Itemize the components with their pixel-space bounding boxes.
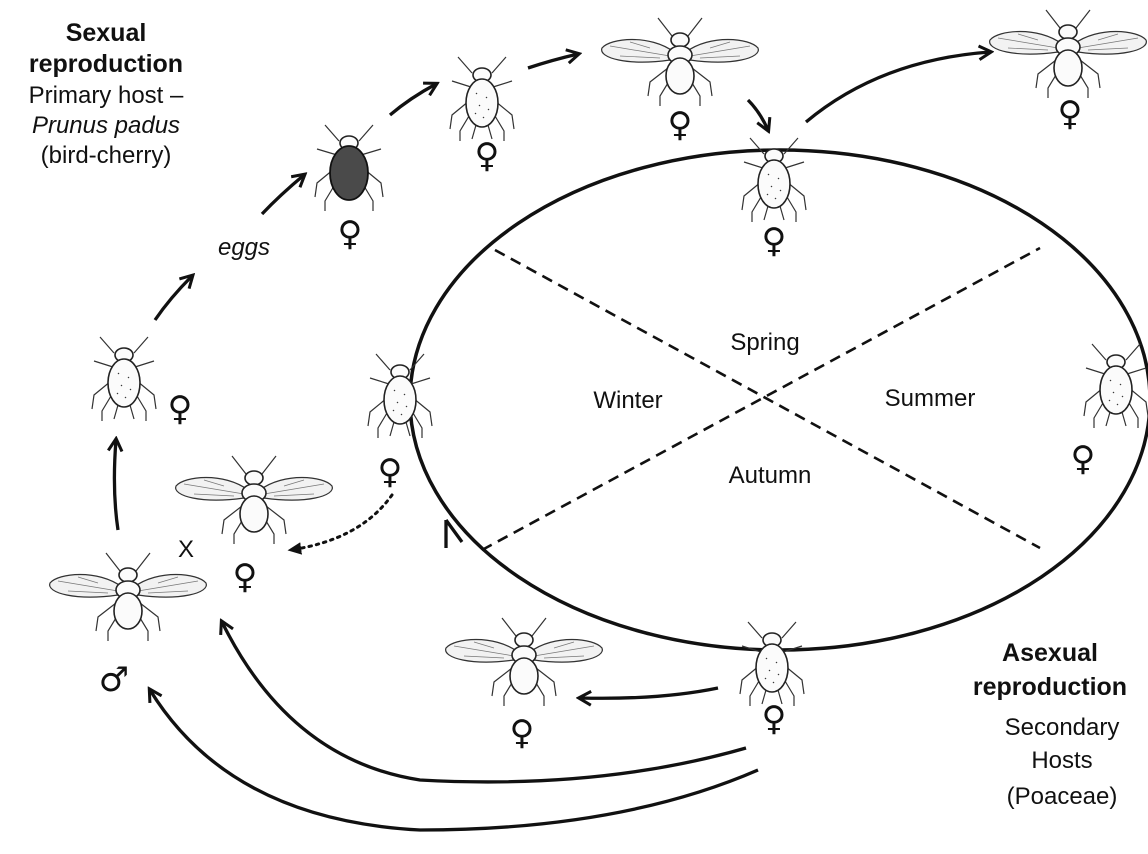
female-symbol-mating: ♀: [233, 557, 258, 597]
arrow-male-to-female: [114, 440, 118, 530]
female-symbol-summer: ♀: [1071, 439, 1096, 479]
mating-winged-female: [176, 456, 333, 544]
secondary-host-line1: Secondary: [1005, 714, 1120, 741]
dotted-arrow-to-mating-female: [290, 495, 392, 550]
arrow-to-winged-female: [580, 688, 718, 698]
primary-host-line2: Prunus padus: [32, 112, 180, 139]
fundatrix-aphid: [315, 125, 383, 211]
cross-symbol: X: [178, 536, 194, 563]
autumn-winged-female: [446, 618, 603, 706]
female-symbol-fundatrix: ♀: [338, 214, 363, 254]
female-symbol-nymph: ♀: [475, 136, 500, 176]
primary-host-line3: (bird-cherry): [41, 142, 172, 169]
secondary-host-line2: Hosts: [1031, 747, 1092, 774]
secondary-host-line3: (Poaceae): [1007, 783, 1118, 810]
arrow-nymph-to-winged: [528, 54, 578, 68]
primary-host-line1: Primary host –: [29, 82, 184, 109]
nymph-aphid: [450, 57, 514, 141]
arrow-female-to-eggs: [155, 276, 192, 320]
wingless-female-aphid: [92, 337, 156, 421]
sexual-reproduction-heading: Sexual reproduction Primary host – Prunu…: [29, 19, 184, 169]
female-symbol-winged: ♀: [668, 105, 693, 145]
summer-winged-aphid: [990, 10, 1147, 98]
asexual-reproduction-heading: Asexual reproduction Secondary Hosts (Po…: [973, 639, 1127, 810]
eggs-label: eggs: [218, 234, 270, 261]
autumn-female-aphid: [740, 622, 804, 706]
female-symbol-autumn-winged: ♀: [510, 713, 535, 753]
season-label-winter: Winter: [593, 387, 662, 414]
summer-female-aphid: [1084, 344, 1148, 428]
asexual-title-line2: reproduction: [973, 673, 1127, 701]
arrow-spring-to-summer-winged: [806, 52, 990, 122]
female-symbol-summer-winged: ♀: [1058, 94, 1083, 134]
arrow-fundatrix-to-nymph: [390, 84, 436, 115]
season-label-spring: Spring: [730, 329, 799, 356]
arrow-eggs-to-fundatrix: [262, 175, 304, 214]
arrow-return-to-male: [150, 690, 758, 830]
season-label-summer: Summer: [885, 385, 976, 412]
female-symbol-spring: ♀: [762, 221, 787, 261]
sexual-title-line2: reproduction: [29, 50, 183, 78]
winter-female-aphid: [368, 354, 432, 438]
winged-male-aphid: [50, 553, 207, 641]
asexual-title-line1: Asexual: [1002, 639, 1098, 667]
female-symbol-autumn: ♀: [762, 699, 787, 739]
male-symbol: ♂: [99, 660, 129, 700]
arrow-winged-to-secondary-host: [748, 100, 768, 130]
winged-female-migrant: [602, 18, 759, 106]
female-symbol-primary: ♀: [168, 389, 193, 429]
season-label-autumn: Autumn: [729, 462, 812, 489]
female-symbol-winter: ♀: [378, 452, 403, 492]
sexual-title-line1: Sexual: [66, 19, 147, 47]
